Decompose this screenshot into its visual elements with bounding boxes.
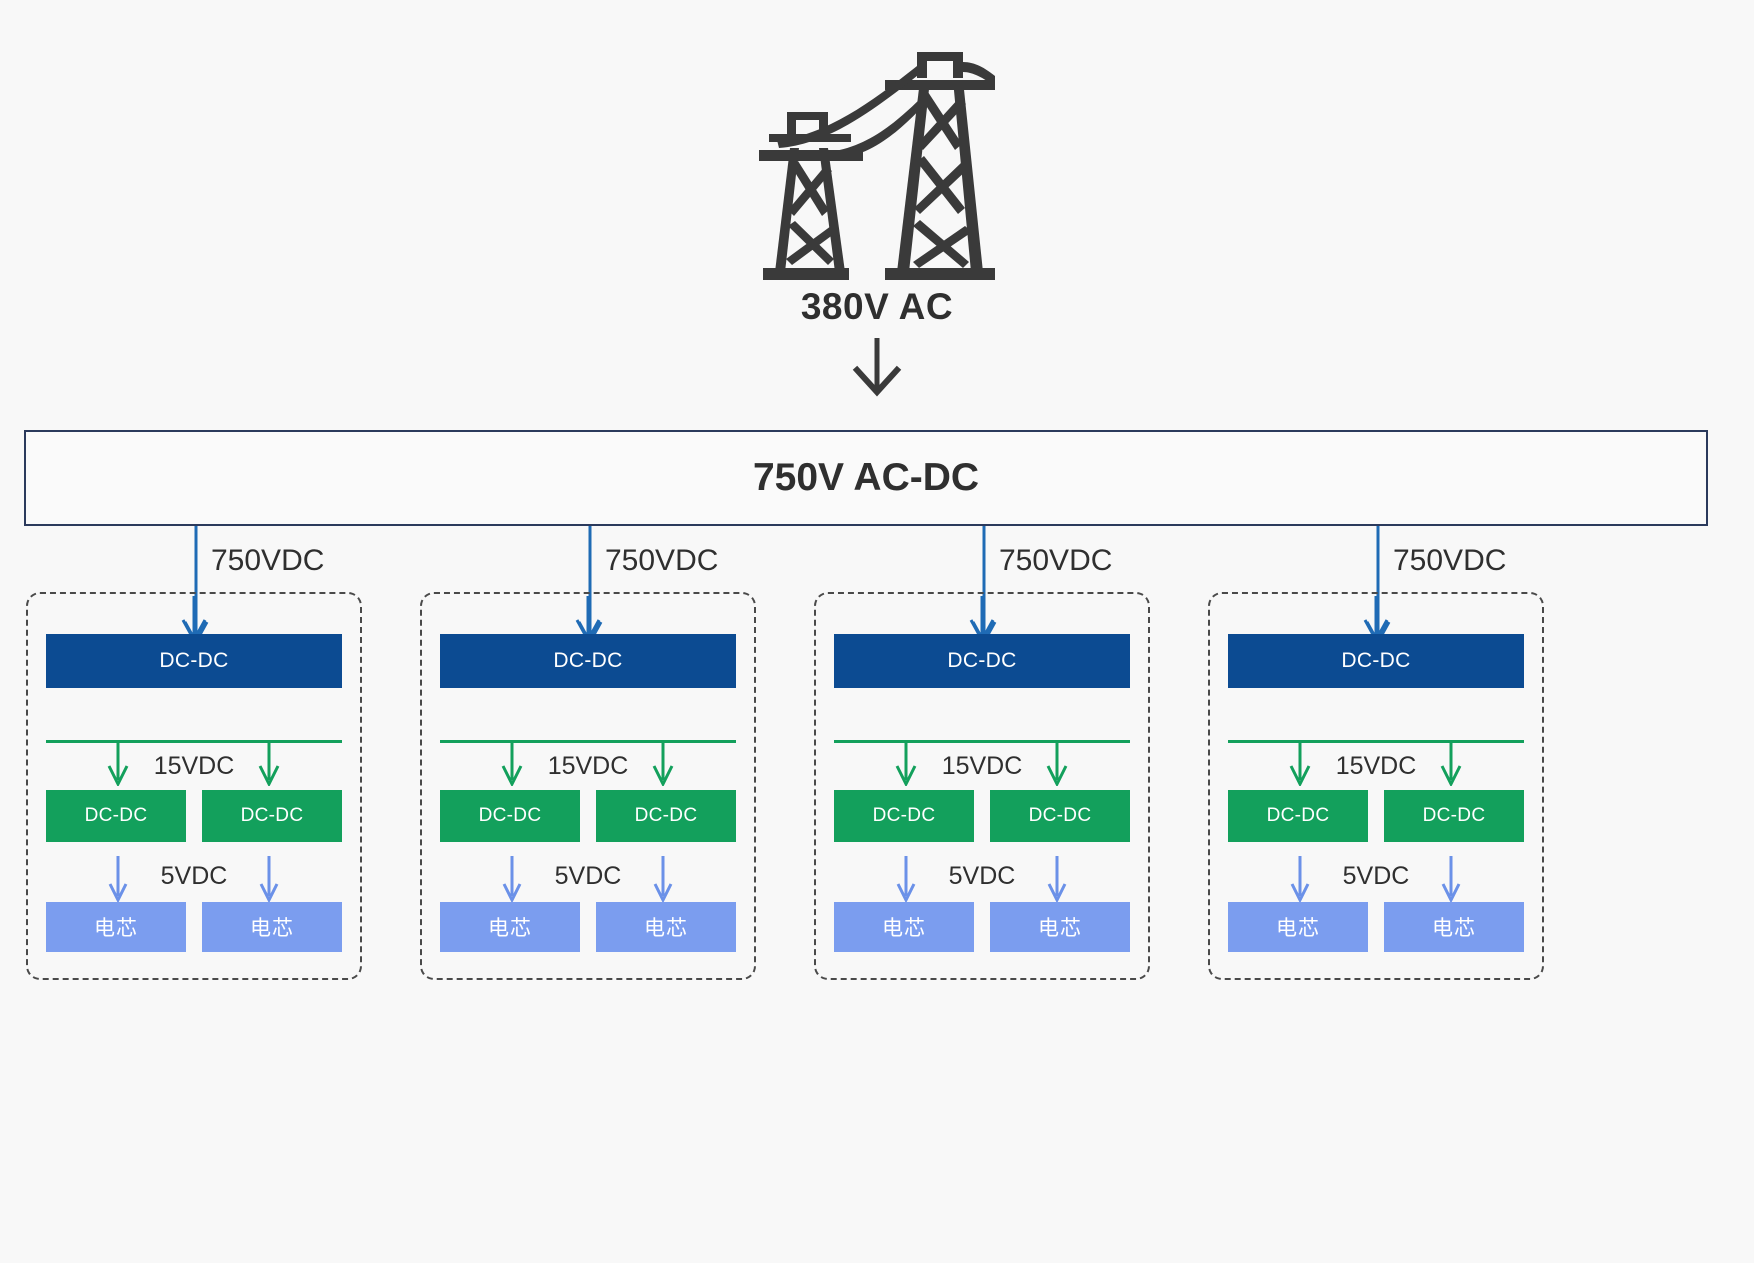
cell-label: 电芯 bbox=[250, 917, 294, 940]
dcdc-secondary-label: DC-DC bbox=[634, 805, 698, 826]
feeder-label: 750VDC bbox=[211, 544, 325, 577]
cell-block: 电芯 bbox=[1384, 902, 1524, 952]
bus-arrow-left-icon bbox=[501, 740, 523, 786]
feeder-label: 750VDC bbox=[1393, 544, 1507, 577]
cell-block: 电芯 bbox=[202, 902, 342, 952]
dcdc-secondary-label: DC-DC bbox=[84, 805, 148, 826]
dcdc-primary-block: DC-DC bbox=[46, 634, 342, 688]
power-group-4: DC-DC 15VDC DC-DC DC-DC 5VDC bbox=[1208, 592, 1544, 980]
dcdc-primary-block: DC-DC bbox=[1228, 634, 1524, 688]
cell-label: 电芯 bbox=[644, 917, 688, 940]
cell-row: 电芯 电芯 bbox=[834, 902, 1130, 952]
power-source-block: 380V AC bbox=[0, 40, 1754, 398]
dcdc-secondary-block: DC-DC bbox=[1228, 790, 1368, 842]
dcdc-secondary-row: DC-DC DC-DC bbox=[440, 790, 736, 842]
dcdc-secondary-label: DC-DC bbox=[240, 805, 304, 826]
bus-arrow-right-icon bbox=[1440, 740, 1462, 786]
dcdc-secondary-block: DC-DC bbox=[1384, 790, 1524, 842]
dcdc-secondary-label: DC-DC bbox=[1266, 805, 1330, 826]
mid-voltage-label: 15VDC bbox=[547, 752, 629, 780]
low-voltage-label: 5VDC bbox=[160, 862, 228, 890]
feeder-label: 750VDC bbox=[999, 544, 1113, 577]
dcdc-secondary-block: DC-DC bbox=[46, 790, 186, 842]
dcdc-secondary-block: DC-DC bbox=[202, 790, 342, 842]
cell-block: 电芯 bbox=[990, 902, 1130, 952]
ac-dc-converter-label: 750V AC-DC bbox=[752, 456, 980, 499]
dcdc-secondary-label: DC-DC bbox=[872, 805, 936, 826]
cell-label: 电芯 bbox=[488, 917, 532, 940]
cell-row: 电芯 电芯 bbox=[46, 902, 342, 952]
dcdc-primary-label: DC-DC bbox=[1341, 649, 1411, 672]
cell-label: 电芯 bbox=[94, 917, 138, 940]
mid-voltage-label: 15VDC bbox=[941, 752, 1023, 780]
dcdc-primary-label: DC-DC bbox=[159, 649, 229, 672]
cell-arrow-left-icon bbox=[1290, 856, 1310, 902]
cell-row: 电芯 电芯 bbox=[1228, 902, 1524, 952]
green-bus-line bbox=[834, 740, 1130, 743]
transmission-tower-icon bbox=[759, 52, 995, 280]
cell-arrow-right-icon bbox=[653, 856, 673, 902]
low-voltage-label: 5VDC bbox=[1342, 862, 1410, 890]
ac-dc-converter-bar: 750V AC-DC bbox=[24, 430, 1708, 526]
cell-block: 电芯 bbox=[596, 902, 736, 952]
mid-voltage-label: 15VDC bbox=[1335, 752, 1417, 780]
bus-arrow-left-icon bbox=[107, 740, 129, 786]
power-group-1: DC-DC 15VDC DC-DC DC-DC 5VDC bbox=[26, 592, 362, 980]
cell-block: 电芯 bbox=[1228, 902, 1368, 952]
cell-label: 电芯 bbox=[1038, 917, 1082, 940]
cell-arrow-left-icon bbox=[502, 856, 522, 902]
source-to-converter-arrow bbox=[852, 338, 902, 397]
cell-label: 电芯 bbox=[1276, 917, 1320, 940]
cell-label: 电芯 bbox=[882, 917, 926, 940]
power-group-2: DC-DC 15VDC DC-DC DC-DC 5VDC bbox=[420, 592, 756, 980]
power-group-3: DC-DC 15VDC DC-DC DC-DC 5VDC bbox=[814, 592, 1150, 980]
dcdc-primary-label: DC-DC bbox=[553, 649, 623, 672]
cell-block: 电芯 bbox=[440, 902, 580, 952]
bus-arrow-left-icon bbox=[1289, 740, 1311, 786]
dcdc-secondary-block: DC-DC bbox=[440, 790, 580, 842]
green-bus-line bbox=[46, 740, 342, 743]
dcdc-secondary-block: DC-DC bbox=[596, 790, 736, 842]
dcdc-secondary-label: DC-DC bbox=[478, 805, 542, 826]
cell-arrow-right-icon bbox=[1441, 856, 1461, 902]
low-voltage-label: 5VDC bbox=[554, 862, 622, 890]
source-voltage-label: 380V AC bbox=[800, 286, 954, 327]
mid-voltage-label: 15VDC bbox=[153, 752, 235, 780]
low-voltage-label: 5VDC bbox=[948, 862, 1016, 890]
dcdc-secondary-row: DC-DC DC-DC bbox=[1228, 790, 1524, 842]
cell-block: 电芯 bbox=[46, 902, 186, 952]
dcdc-secondary-block: DC-DC bbox=[834, 790, 974, 842]
bus-arrow-right-icon bbox=[652, 740, 674, 786]
dcdc-secondary-row: DC-DC DC-DC bbox=[834, 790, 1130, 842]
bus-arrow-left-icon bbox=[895, 740, 917, 786]
cell-label: 电芯 bbox=[1432, 917, 1476, 940]
cell-arrow-right-icon bbox=[259, 856, 279, 902]
dcdc-primary-label: DC-DC bbox=[947, 649, 1017, 672]
cell-arrow-right-icon bbox=[1047, 856, 1067, 902]
cell-block: 电芯 bbox=[834, 902, 974, 952]
dcdc-secondary-row: DC-DC DC-DC bbox=[46, 790, 342, 842]
green-bus-line bbox=[1228, 740, 1524, 743]
dcdc-secondary-block: DC-DC bbox=[990, 790, 1130, 842]
cell-arrow-left-icon bbox=[108, 856, 128, 902]
dcdc-primary-block: DC-DC bbox=[440, 634, 736, 688]
cell-arrow-left-icon bbox=[896, 856, 916, 902]
dcdc-secondary-label: DC-DC bbox=[1422, 805, 1486, 826]
green-bus-line bbox=[440, 740, 736, 743]
dcdc-secondary-label: DC-DC bbox=[1028, 805, 1092, 826]
feeder-label: 750VDC bbox=[605, 544, 719, 577]
bus-arrow-right-icon bbox=[258, 740, 280, 786]
cell-row: 电芯 电芯 bbox=[440, 902, 736, 952]
dcdc-primary-block: DC-DC bbox=[834, 634, 1130, 688]
bus-arrow-right-icon bbox=[1046, 740, 1068, 786]
